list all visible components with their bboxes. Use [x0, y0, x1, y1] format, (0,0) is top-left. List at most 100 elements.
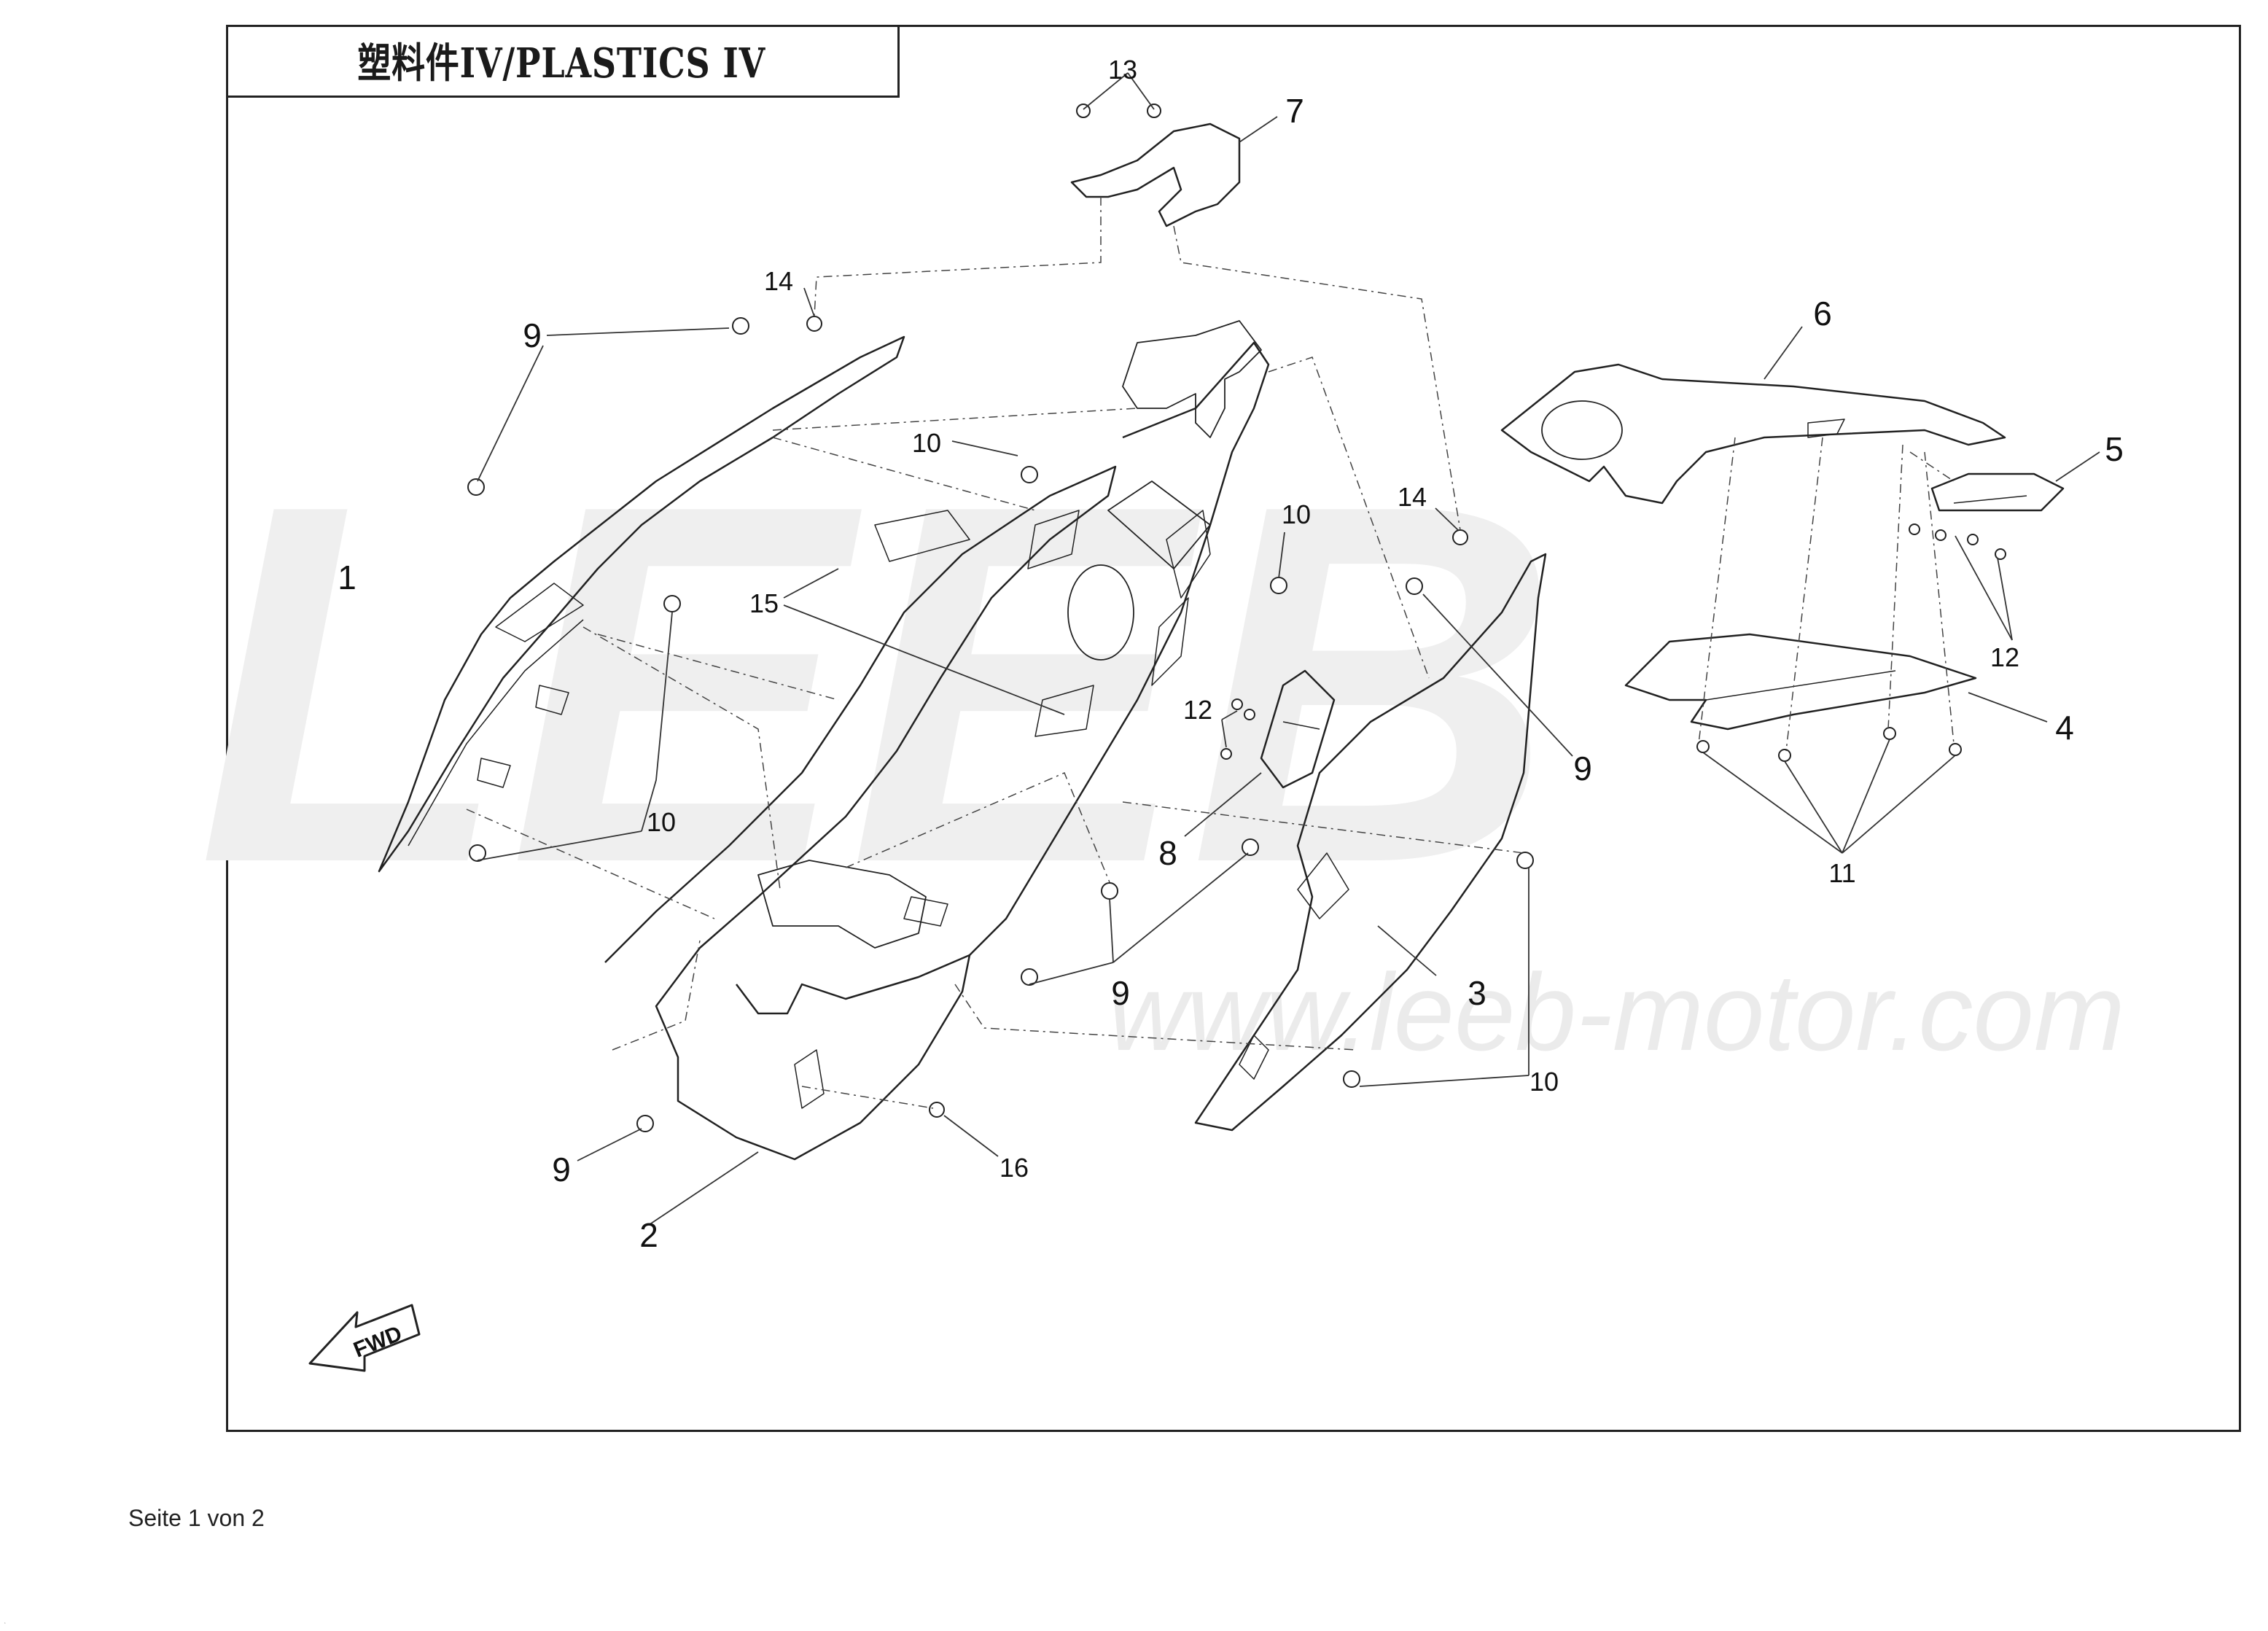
screw-icon: [1076, 104, 1091, 118]
callout-13: 13: [1108, 55, 1137, 85]
callout-1: 1: [338, 558, 356, 596]
bolt-icon: [732, 317, 749, 335]
screw-icon: [1967, 534, 1979, 545]
callout-7: 7: [1285, 92, 1304, 130]
part-2-belly-pan: [604, 465, 1117, 1161]
leader-line: [1221, 710, 1238, 720]
callout-9: 9: [1573, 750, 1592, 787]
leeb-watermark-logo: LEEB: [197, 399, 1558, 969]
screw-icon: [1147, 104, 1161, 118]
leader-line: [1221, 719, 1227, 748]
callout-14: 14: [764, 266, 793, 296]
callout-12: 12: [1183, 695, 1212, 725]
leader-line: [1968, 692, 2048, 723]
assembly-line: [1924, 451, 1955, 744]
leader-line: [1239, 116, 1278, 143]
bolt-icon: [1021, 466, 1038, 483]
callout-9: 9: [523, 316, 542, 354]
leader-line: [1278, 532, 1285, 579]
drawing-frame: [226, 25, 2241, 1432]
callout-15: 15: [749, 588, 779, 618]
assembly-line: [772, 437, 1036, 511]
leader-line: [1029, 962, 1114, 985]
assembly-line: [1173, 225, 1461, 531]
leader-line: [783, 568, 839, 599]
leader-line: [1784, 760, 1843, 854]
callout-10: 10: [1529, 1067, 1559, 1097]
part-4-undertray: [1624, 633, 1977, 731]
svg-text:LEEB: LEEB: [197, 399, 1558, 969]
callout-3: 3: [1468, 974, 1486, 1012]
leader-line: [1083, 72, 1129, 110]
callout-labels: 1 2 3 4 5 6 7 8 9 9 9 9 9 10 10 10 10 10…: [338, 55, 2124, 1254]
leader-line: [1184, 772, 1262, 837]
leader-line: [477, 830, 642, 861]
screw-icon: [1935, 529, 1946, 541]
fwd-arrow-icon: [308, 1304, 421, 1372]
assembly-line: [466, 809, 715, 919]
callout-10: 10: [1282, 499, 1311, 529]
assembly-line: [814, 197, 1102, 317]
bolt-icon: [1242, 838, 1259, 856]
leader-line: [546, 327, 730, 336]
callout-8: 8: [1158, 834, 1177, 872]
leader-line: [1109, 898, 1114, 963]
leader-line: [2055, 451, 2100, 482]
part-1-side-cowl-left: [378, 335, 905, 873]
callout-9: 9: [1111, 974, 1130, 1012]
assembly-line: [954, 984, 1357, 1051]
screw-icon: [1909, 523, 1920, 535]
leader-line: [1112, 852, 1249, 963]
callout-5: 5: [2105, 430, 2124, 468]
assembly-line: [582, 626, 781, 890]
leader-line: [1359, 1075, 1529, 1087]
screw-icon: [1778, 749, 1791, 762]
assembly-line: [597, 634, 839, 701]
fwd-label: FWD: [350, 1321, 405, 1362]
screw-icon: [1220, 748, 1232, 760]
bolt-icon: [467, 478, 485, 496]
assembly-line: [1785, 437, 1823, 752]
part-5-small-bracket: [1930, 472, 2065, 512]
screw-icon: [1231, 698, 1243, 710]
part-6-rear-cover: [1500, 363, 2006, 505]
assembly-line: [612, 940, 701, 1051]
leader-line: [803, 287, 815, 317]
callout-11: 11: [1828, 858, 1855, 888]
callout-6: 6: [1813, 295, 1832, 332]
leader-line: [1842, 755, 1956, 854]
clip-nut-icon: [1452, 529, 1468, 545]
leader-line: [1377, 925, 1437, 976]
page-footer: Seite 1 von 2: [128, 1505, 265, 1531]
bolt-icon: [1021, 968, 1038, 986]
bolt-icon: [636, 1115, 654, 1132]
assembly-line: [845, 772, 1110, 883]
leader-line: [1422, 593, 1573, 757]
callout-2: 2: [639, 1216, 658, 1254]
title-box: 塑料件IV/PLASTICS IV: [226, 25, 900, 98]
leader-line: [648, 1151, 759, 1226]
bolt-icon: [1343, 1070, 1360, 1088]
assembly-line: [1887, 444, 1903, 730]
bolt-icon: [1270, 577, 1287, 594]
part-8-bracket-plate: [1260, 669, 1336, 789]
leader-line: [477, 345, 544, 482]
callout-4: 4: [2055, 709, 2074, 747]
callout-10: 10: [647, 807, 676, 837]
bolt-icon: [663, 595, 681, 612]
callout-9: 9: [552, 1151, 571, 1188]
bolt-icon: [1101, 882, 1118, 900]
leader-line: [1997, 557, 2013, 641]
leader-line: [943, 1115, 999, 1157]
watermark-url: www.leeb-motor.com: [1108, 951, 2125, 1073]
callout-14: 14: [1398, 482, 1427, 512]
assembly-line: [1268, 357, 1430, 679]
screw-icon: [1883, 727, 1896, 740]
corner-mark: ‘: [4, 1622, 6, 1628]
part-7-upper-bracket: [1070, 122, 1241, 227]
page-title: 塑料件IV/PLASTICS IV: [357, 39, 766, 87]
leader-line: [577, 1128, 642, 1161]
assembly-line: [772, 408, 1138, 431]
leader-line: [1842, 739, 1890, 854]
